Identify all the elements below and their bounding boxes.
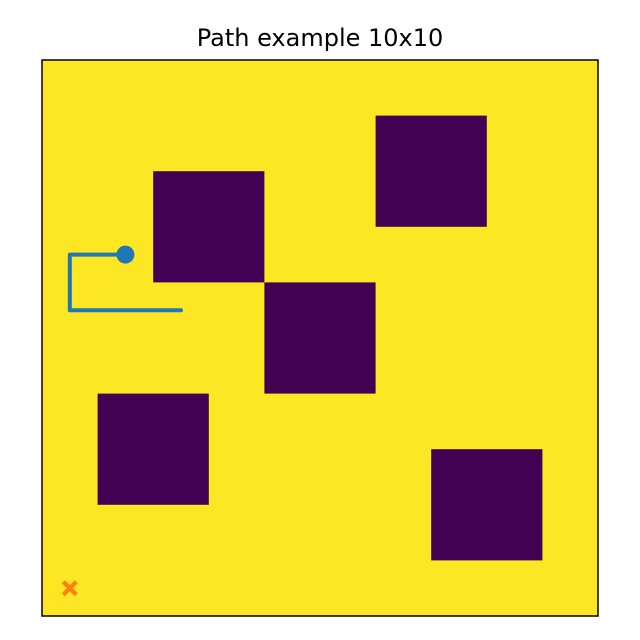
obstacle-block	[264, 282, 376, 394]
obstacles-layer	[97, 115, 543, 561]
obstacle-block	[375, 115, 487, 227]
plot-frame	[41, 59, 599, 617]
path-line	[67, 252, 183, 313]
obstacle-block	[431, 449, 543, 561]
goal-marker	[61, 580, 78, 597]
obstacle-block	[97, 393, 209, 505]
chart-title: Path example 10x10	[197, 24, 444, 52]
obstacle-block	[153, 171, 265, 283]
start-marker	[116, 245, 135, 264]
